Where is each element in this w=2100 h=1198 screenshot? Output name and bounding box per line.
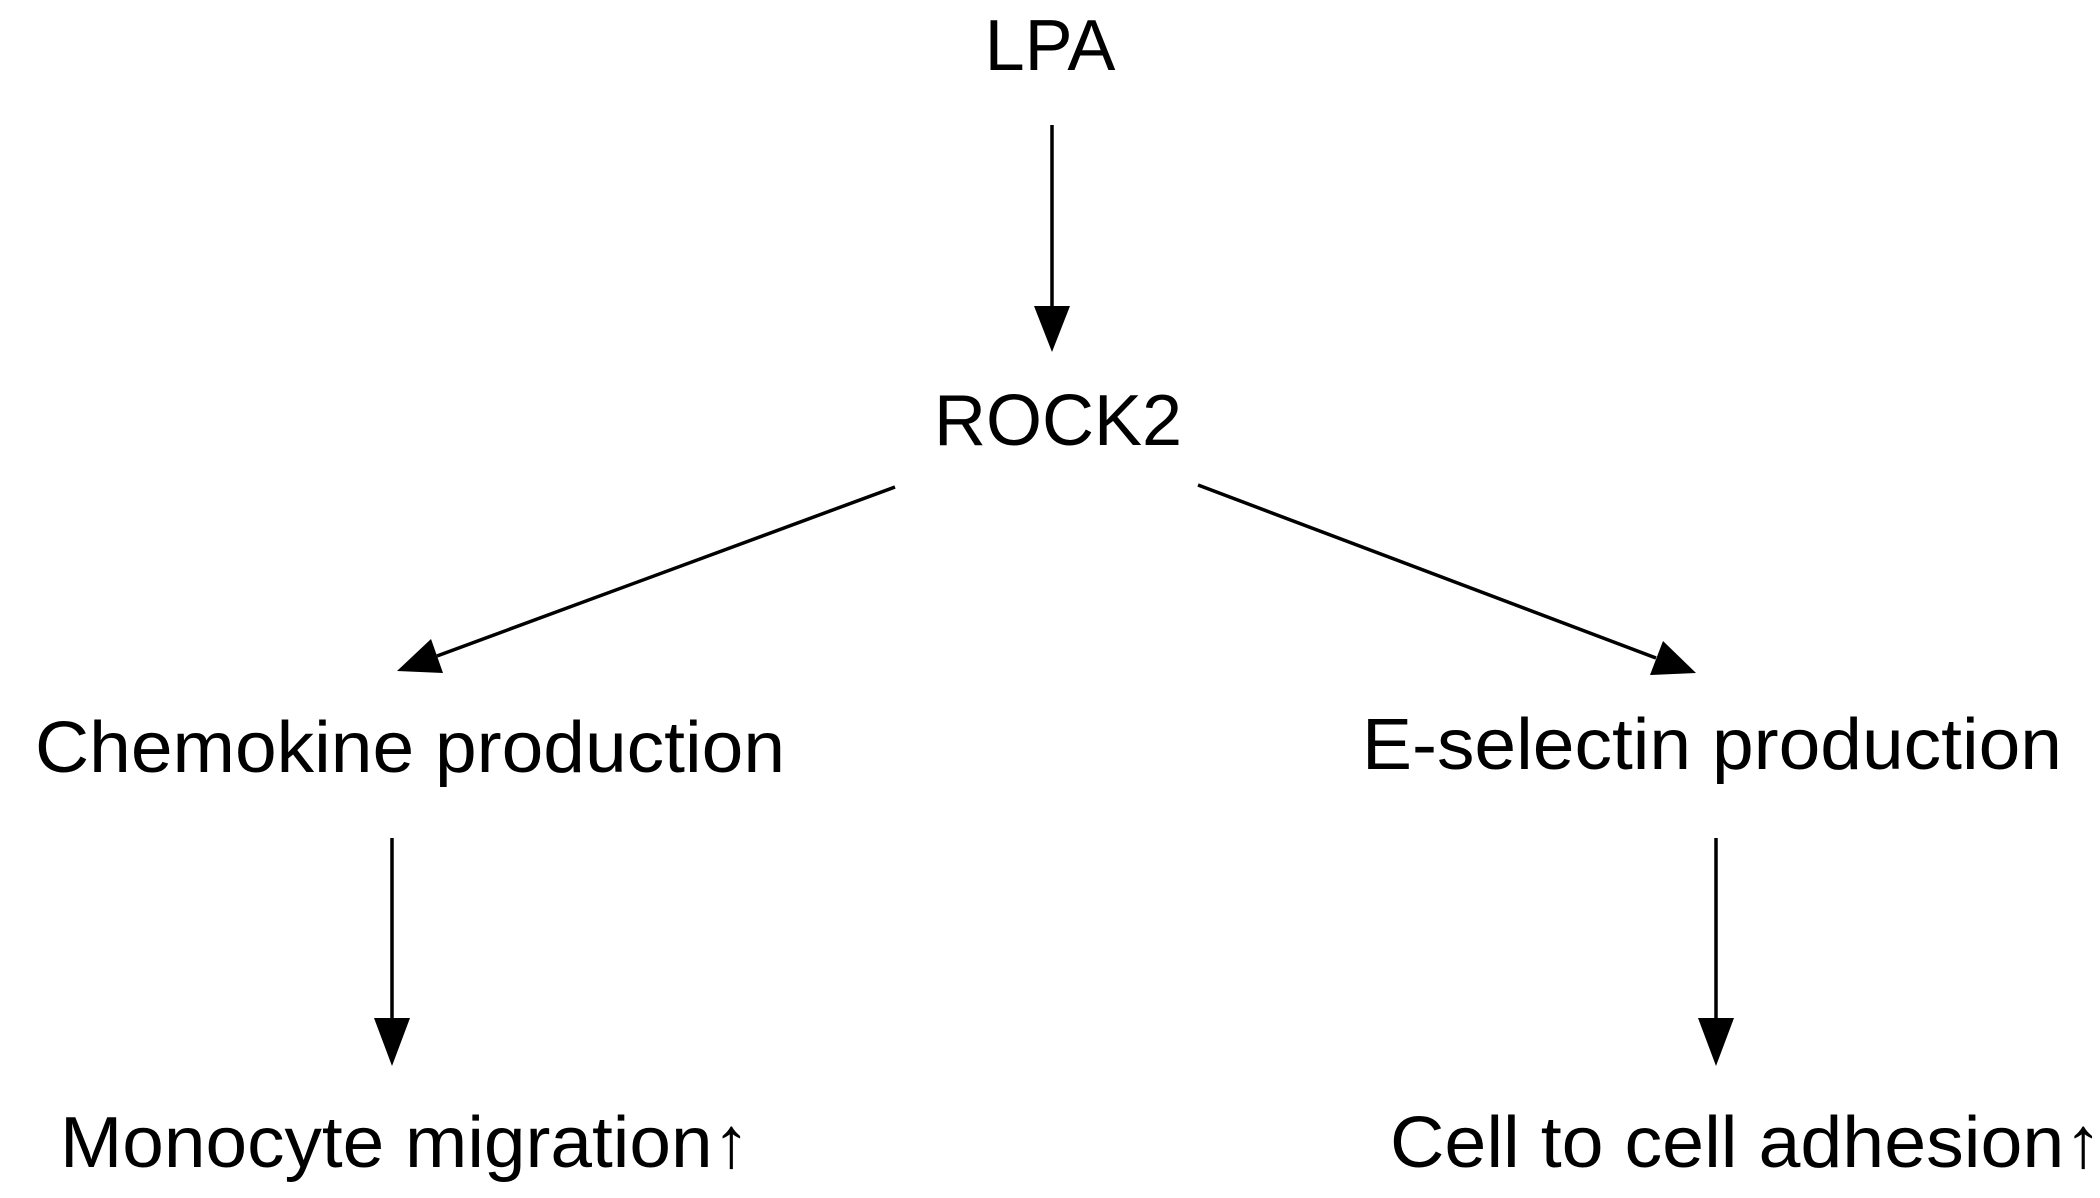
- node-monocyte-migration: Monocyte migration↑: [60, 1103, 750, 1183]
- node-rock2: ROCK2: [934, 381, 1182, 461]
- node-e-selectin-production: E-selectin production: [1362, 705, 2062, 785]
- arrow-chemokine-to-monocyte: [374, 838, 410, 1066]
- arrow-eselectin-to-adhesion: [1698, 838, 1734, 1066]
- node-lpa: LPA: [985, 6, 1116, 86]
- arrow-lpa-to-rock2: [1034, 125, 1070, 352]
- node-chemokine-production: Chemokine production: [35, 708, 785, 788]
- node-cell-to-cell-adhesion: Cell to cell adhesion↑: [1390, 1103, 2100, 1183]
- arrow-rock2-to-chemokine: [397, 485, 896, 673]
- arrow-rock2-to-eselectin: [1197, 483, 1696, 675]
